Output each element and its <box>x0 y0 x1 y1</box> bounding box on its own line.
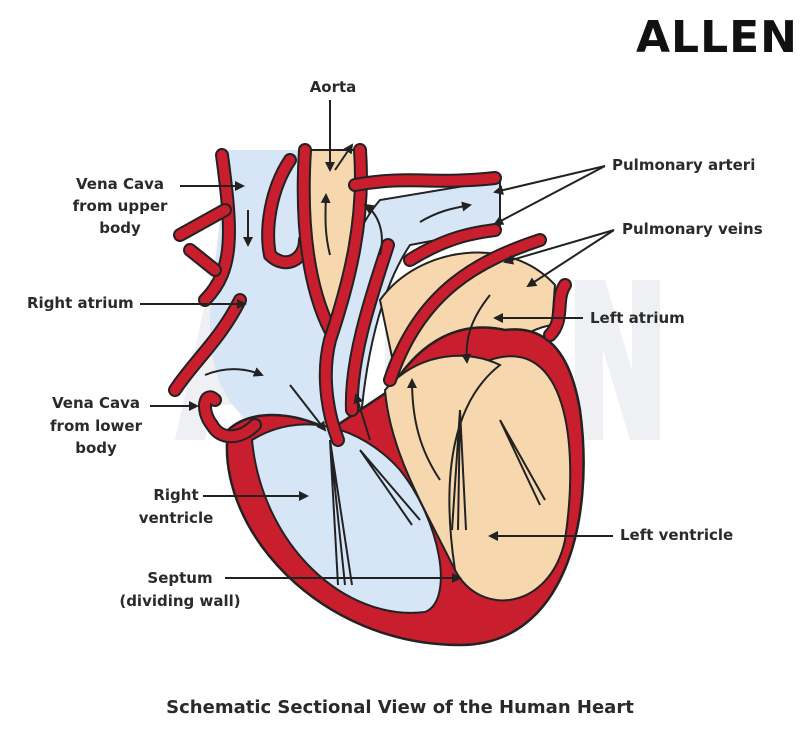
svg-text:(dividing wall): (dividing wall) <box>119 592 240 610</box>
svg-text:Left atrium: Left atrium <box>590 309 685 327</box>
label-vena-cava-lower: Vena Cava from lower body <box>50 394 199 457</box>
allen-logo: ALLEN <box>636 12 798 63</box>
diagram-caption: Schematic Sectional View of the Human He… <box>166 697 634 718</box>
label-septum: Septum (dividing wall) <box>119 569 462 610</box>
label-right-atrium: Right atrium <box>27 294 247 312</box>
label-pulmonary-arteri: Pulmonary arteri <box>493 156 755 225</box>
svg-text:from lower: from lower <box>50 417 143 435</box>
svg-text:Vena Cava: Vena Cava <box>52 394 140 412</box>
svg-text:Vena Cava: Vena Cava <box>76 175 164 193</box>
svg-text:body: body <box>75 439 117 457</box>
svg-text:Pulmonary veins: Pulmonary veins <box>622 220 763 238</box>
svg-text:from upper: from upper <box>73 197 168 215</box>
svg-text:body: body <box>99 219 141 237</box>
heart-illustration <box>168 143 585 647</box>
svg-text:Septum: Septum <box>147 569 212 587</box>
aorta-label: Aorta <box>310 78 357 96</box>
svg-text:Pulmonary arteri: Pulmonary arteri <box>612 156 755 174</box>
label-left-atrium: Left atrium <box>493 309 685 327</box>
svg-text:Left ventricle: Left ventricle <box>620 526 733 544</box>
label-pulmonary-veins: Pulmonary veins <box>503 220 763 288</box>
label-vena-cava-upper: Vena Cava from upper body <box>73 175 245 237</box>
svg-text:ventricle: ventricle <box>139 509 214 527</box>
label-right-ventricle: Right ventricle <box>139 486 309 527</box>
label-aorta: Aorta <box>310 78 357 172</box>
svg-text:Right: Right <box>153 486 198 504</box>
svg-text:Right atrium: Right atrium <box>27 294 134 312</box>
label-left-ventricle: Left ventricle <box>488 526 733 544</box>
